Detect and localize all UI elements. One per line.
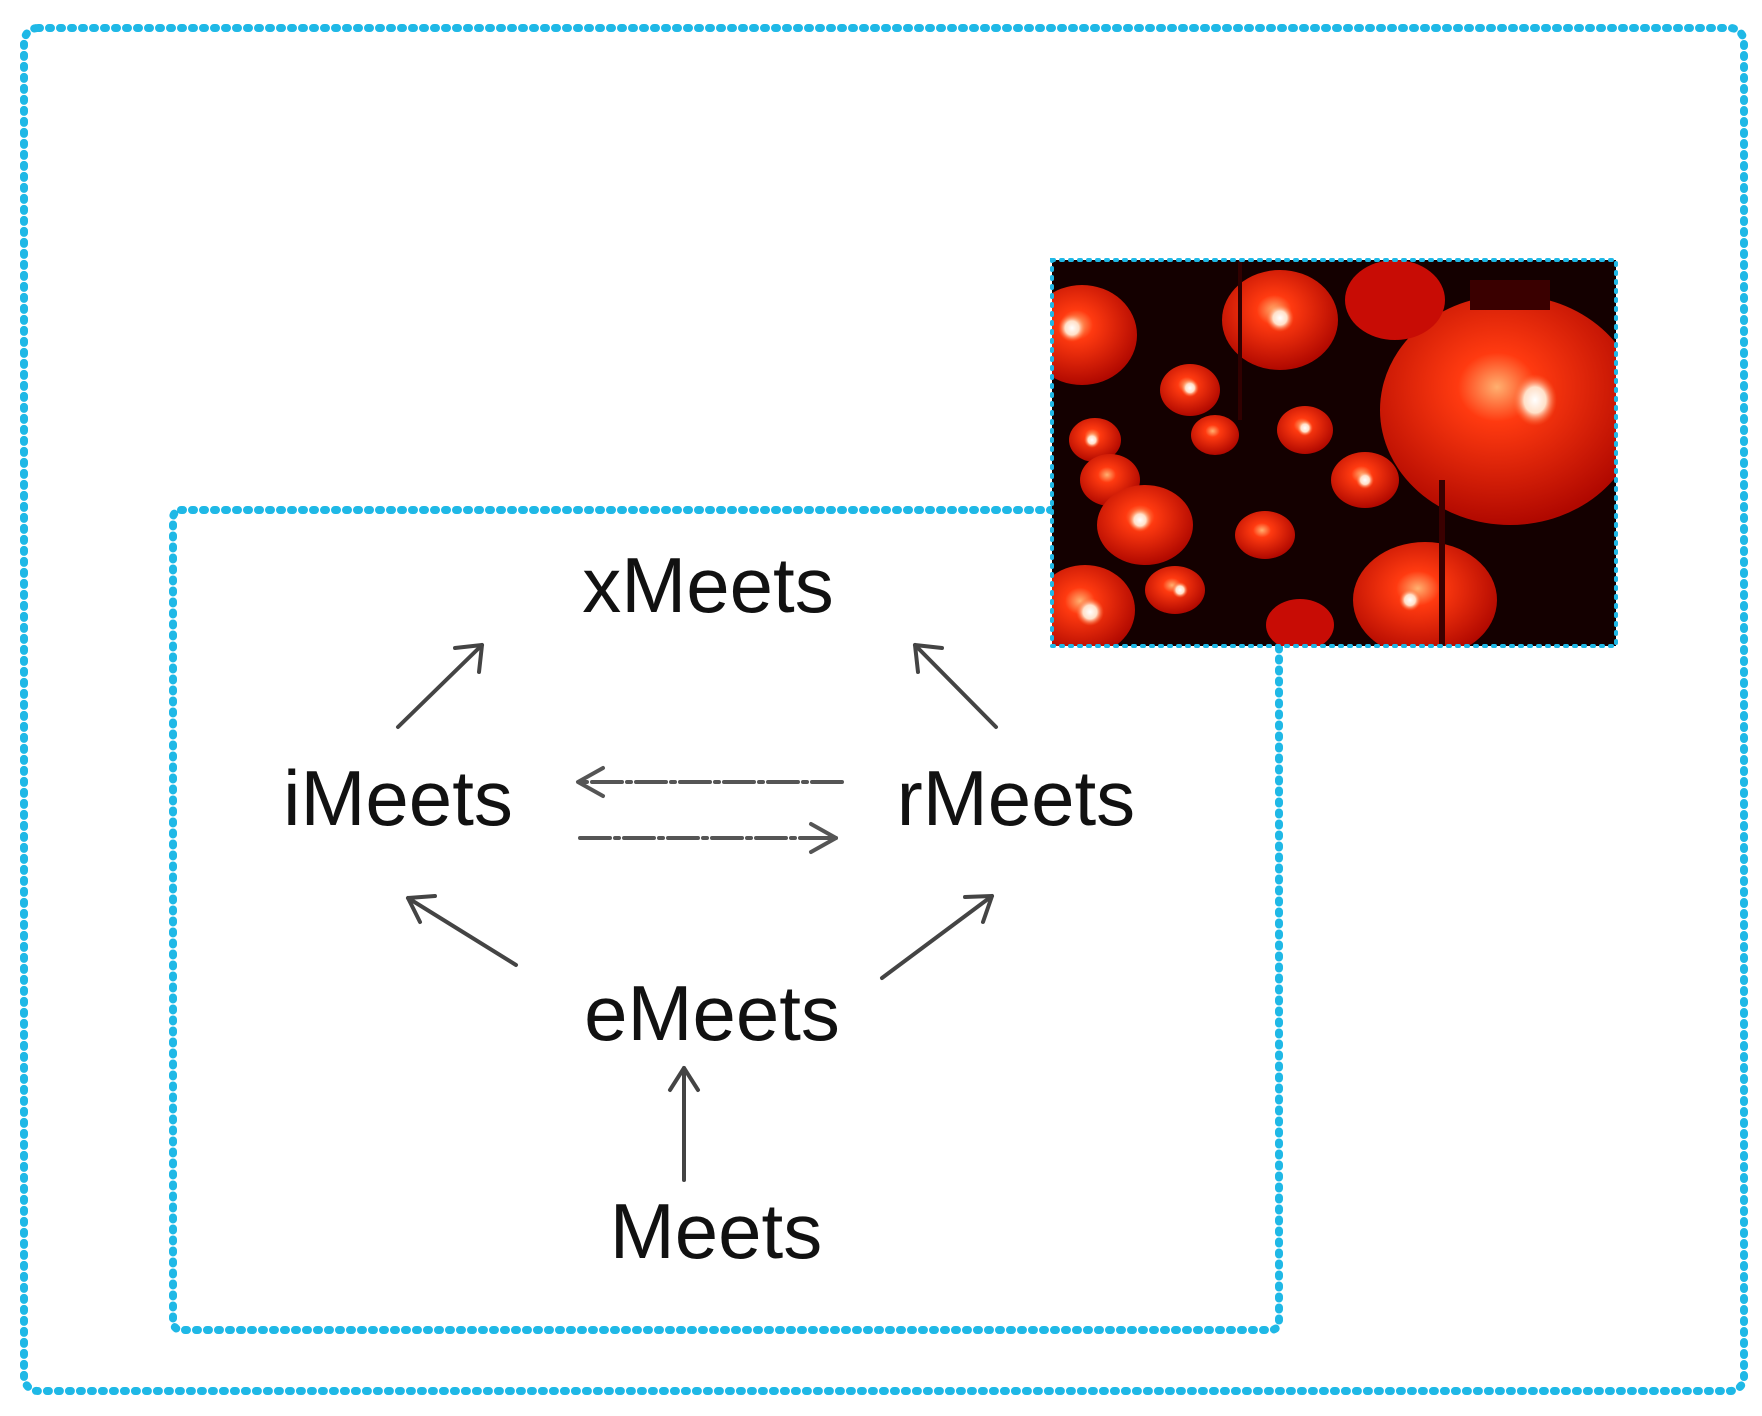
lantern-glow: [1297, 420, 1313, 436]
lantern-glow: [1128, 508, 1152, 532]
lantern-photo: [1050, 258, 1618, 648]
arrowhead: [963, 894, 994, 924]
node-emeets: eMeets: [584, 969, 840, 1057]
lantern-glow: [1058, 314, 1086, 342]
solid-arrows: [396, 643, 998, 1182]
arrowhead: [913, 643, 944, 674]
inner-dotted-frame: [169, 506, 1283, 1334]
lantern-top-left: [1052, 285, 1137, 385]
lantern-glow: [1172, 582, 1188, 598]
arrow-rmeets-to-xmeets: [913, 643, 998, 729]
lantern-small: [1191, 415, 1239, 455]
lantern-glow: [1084, 432, 1100, 448]
node-rmeets: rMeets: [897, 754, 1135, 842]
arrowhead: [453, 643, 484, 674]
lantern-cap: [1470, 280, 1550, 310]
lantern-glow: [1076, 598, 1104, 626]
node-xmeets: xMeets: [582, 541, 833, 629]
arrow-emeets-to-imeets: [406, 896, 518, 967]
lantern-large: [1380, 295, 1616, 525]
lantern-small: [1235, 511, 1295, 559]
node-meets: Meets: [610, 1187, 822, 1275]
lantern-glow: [1399, 589, 1421, 611]
lantern-group: [1052, 260, 1616, 646]
lantern-glow: [1266, 304, 1294, 332]
arrowhead: [576, 766, 605, 798]
lantern-highlight: [1513, 374, 1557, 426]
lantern-top-right: [1345, 260, 1445, 340]
dashed-arrows: [576, 766, 844, 854]
arrow-emeets-to-rmeets: [880, 894, 994, 980]
photo-border: [1050, 258, 1618, 648]
arrowhead: [668, 1066, 700, 1092]
node-imeets: iMeets: [283, 754, 513, 842]
lantern-small: [1266, 599, 1334, 646]
outer-dotted-frame: [20, 24, 1748, 1395]
arrowhead: [809, 822, 838, 854]
lantern-bottom-right: [1353, 542, 1497, 646]
lantern-glow: [1181, 379, 1199, 397]
arrowhead: [406, 894, 437, 924]
arrow-imeets-to-xmeets: [396, 643, 484, 729]
lantern-glow: [1356, 471, 1374, 489]
